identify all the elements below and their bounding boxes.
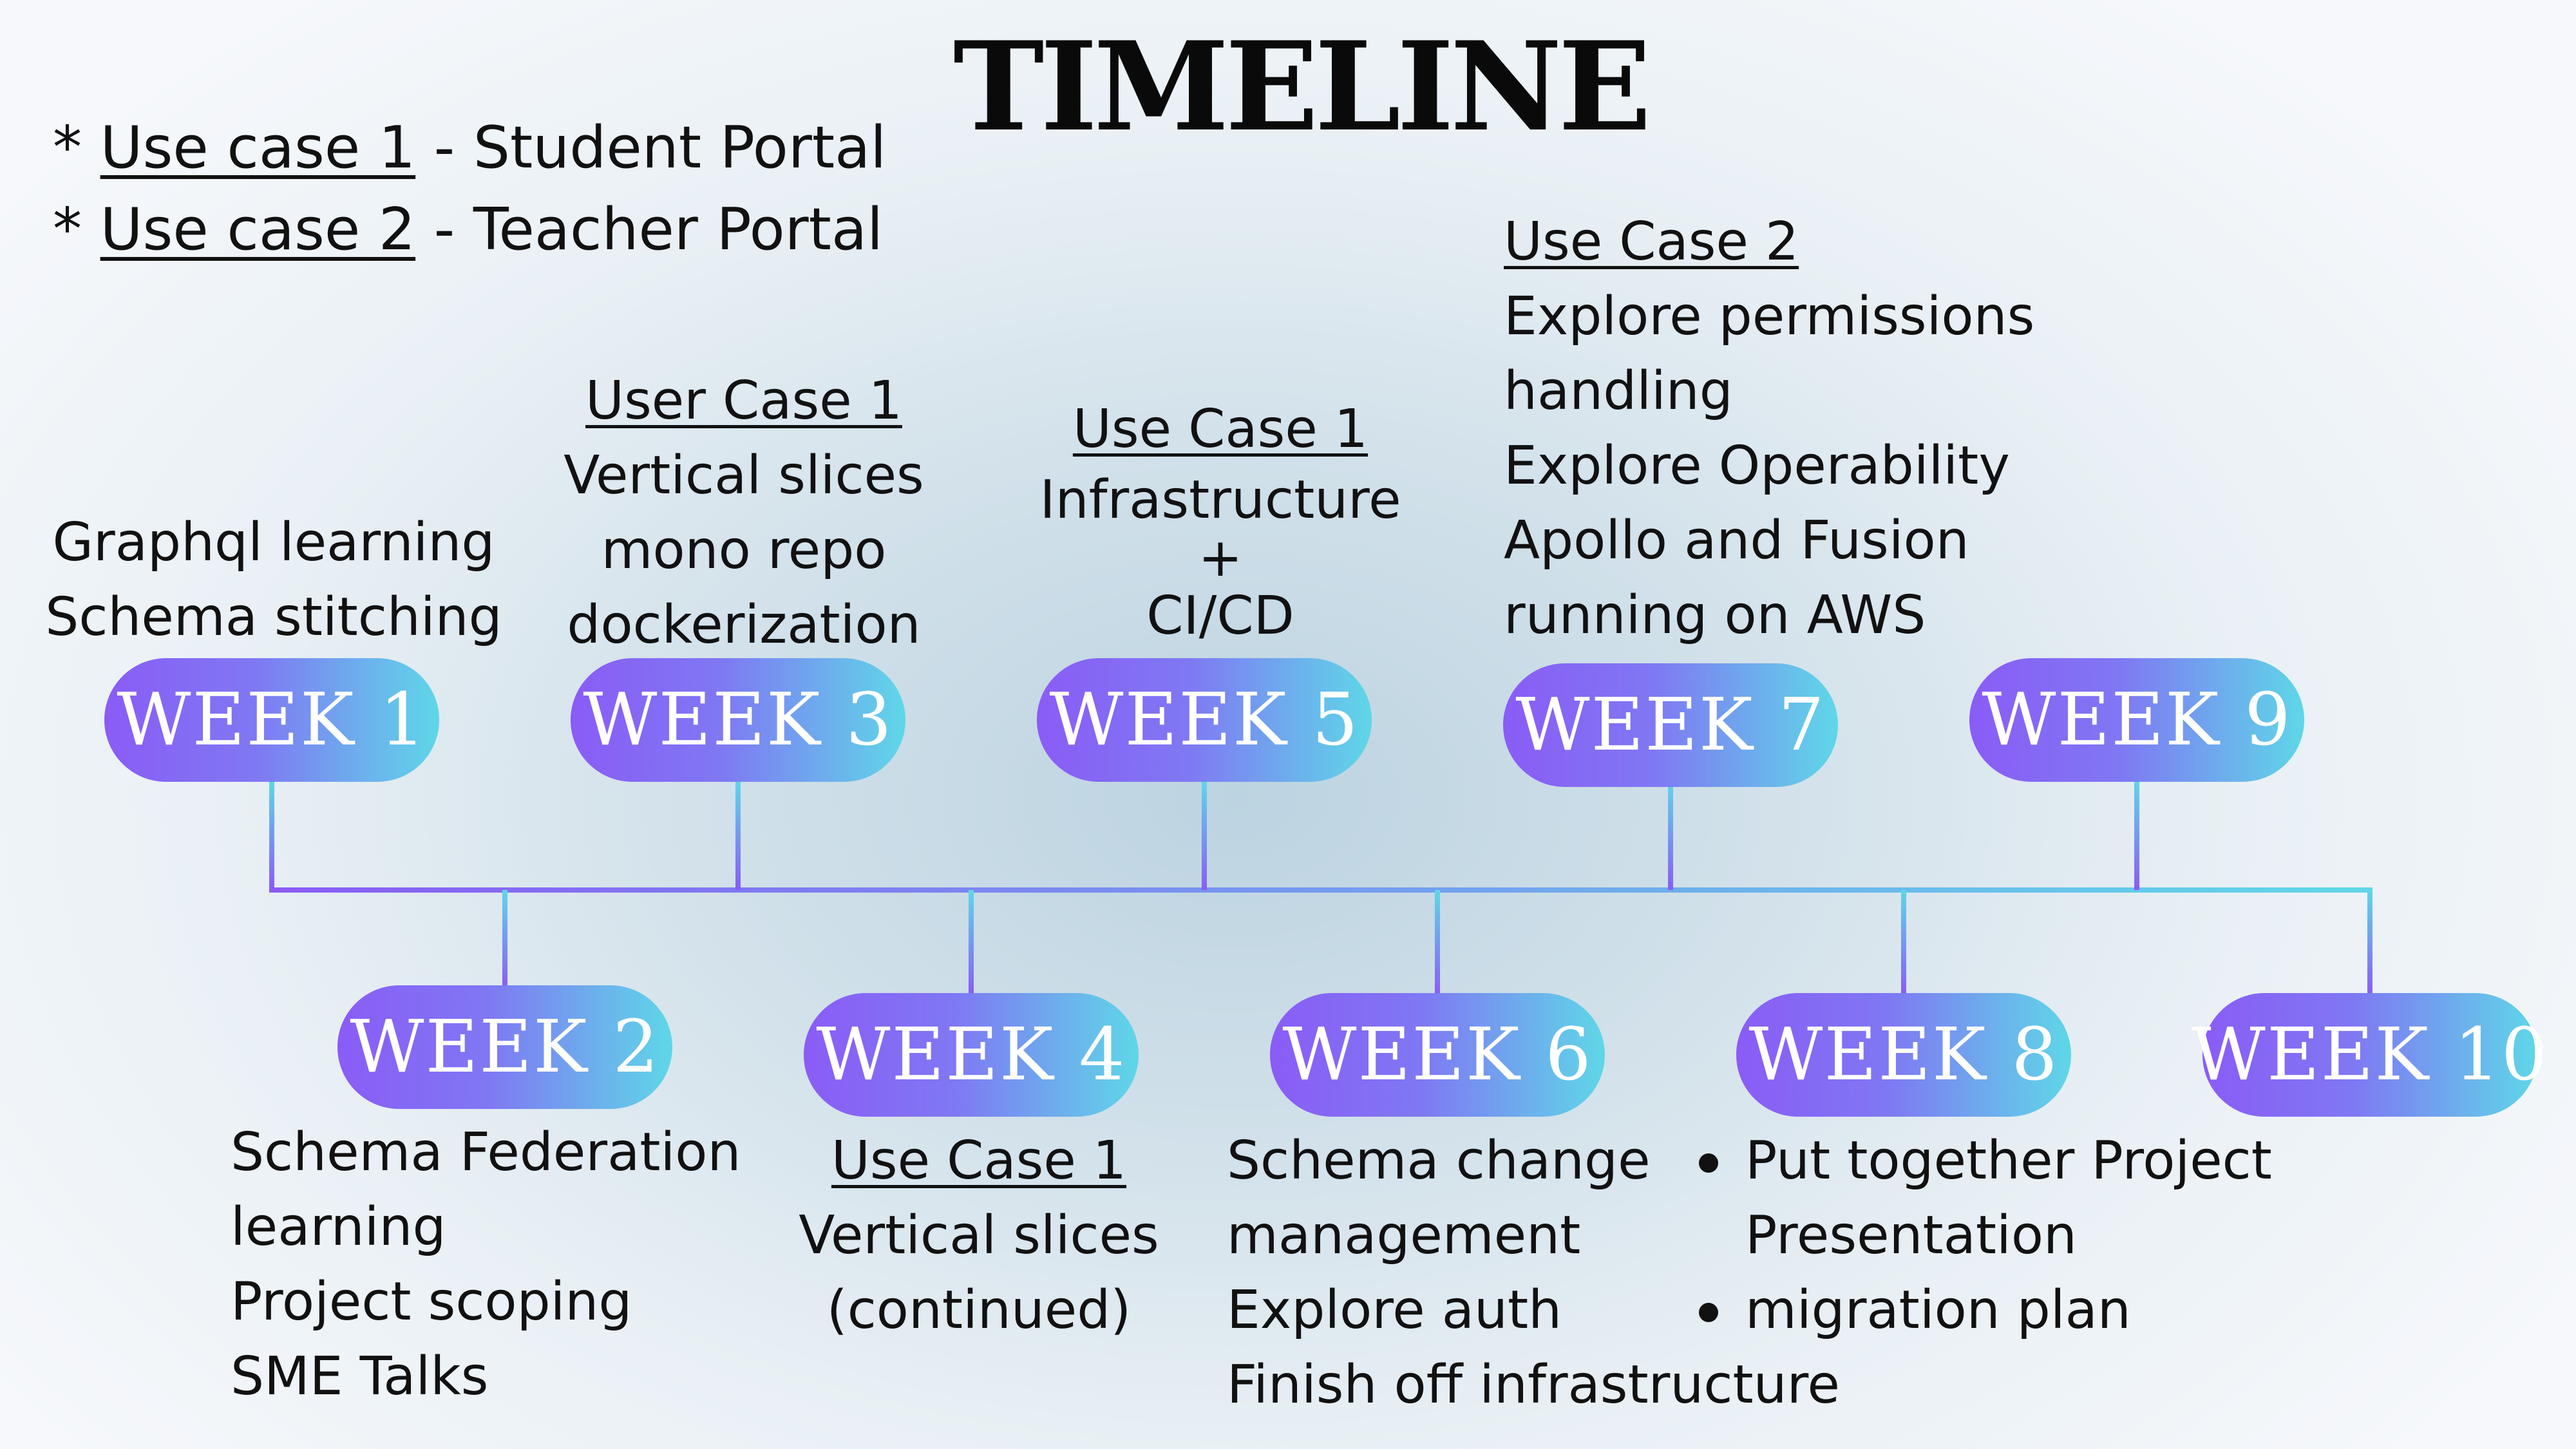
connector-week-10 <box>2367 890 2372 994</box>
page-title: TIMELINE <box>953 15 1651 158</box>
week-4-heading: Use Case 1 <box>831 1130 1127 1191</box>
week-10-pill[interactable]: WEEK 10 <box>2192 993 2547 1117</box>
week-1-pill[interactable]: WEEK 1 <box>104 658 439 782</box>
week-4-pill[interactable]: WEEK 4 <box>804 993 1139 1117</box>
connector-week-4 <box>969 890 974 994</box>
timeline-axis <box>269 887 2372 893</box>
week-3-notes: User Case 1 Vertical slices mono repo do… <box>515 364 972 663</box>
week-4-notes: Use Case 1 Vertical slices (continued) <box>760 1124 1198 1348</box>
week-7-pill[interactable]: WEEK 7 <box>1503 663 1838 787</box>
legend-use-case-2: * Use case 2 - Teacher Portal <box>53 196 884 263</box>
connector-week-2 <box>502 890 507 987</box>
week-8-pill[interactable]: WEEK 8 <box>1736 993 2071 1117</box>
connector-week-1 <box>269 781 274 890</box>
connector-week-9 <box>2134 781 2139 890</box>
week-8-notes: Put together Project Presentation migrat… <box>1694 1124 2272 1348</box>
legend-use-case-1-link[interactable]: Use case 1 <box>100 114 416 182</box>
week-7-notes: Use Case 2 Explore permissions handling … <box>1504 205 2034 653</box>
week-3-pill[interactable]: WEEK 3 <box>571 658 905 782</box>
connector-week-5 <box>1202 781 1207 890</box>
week-7-heading: Use Case 2 <box>1504 211 1799 272</box>
connector-week-6 <box>1435 890 1440 994</box>
legend-use-case-2-link[interactable]: Use case 2 <box>100 196 416 263</box>
week-5-heading: Use Case 1 <box>1072 399 1368 460</box>
connector-week-3 <box>735 781 741 890</box>
week-8-bullet-2: migration plan <box>1694 1273 2272 1348</box>
week-5-pill[interactable]: WEEK 5 <box>1037 658 1372 782</box>
week-3-heading: User Case 1 <box>585 370 902 431</box>
week-8-bullet-1: Put together Project <box>1694 1124 2272 1198</box>
connector-week-7 <box>1668 781 1673 890</box>
week-1-notes: Graphql learning Schema stitching <box>45 512 502 648</box>
week-2-pill[interactable]: WEEK 2 <box>337 985 672 1109</box>
week-5-notes: Use Case 1 Infrastructure + CI/CD <box>1005 394 1436 652</box>
legend-use-case-1: * Use case 1 - Student Portal <box>53 114 887 182</box>
week-2-notes: Schema Federation learning Project scopi… <box>231 1122 741 1407</box>
week-9-pill[interactable]: WEEK 9 <box>1969 658 2304 782</box>
week-6-pill[interactable]: WEEK 6 <box>1270 993 1605 1117</box>
week-6-notes: Schema change management Explore auth Fi… <box>1227 1130 1840 1416</box>
connector-week-8 <box>1901 890 1906 994</box>
